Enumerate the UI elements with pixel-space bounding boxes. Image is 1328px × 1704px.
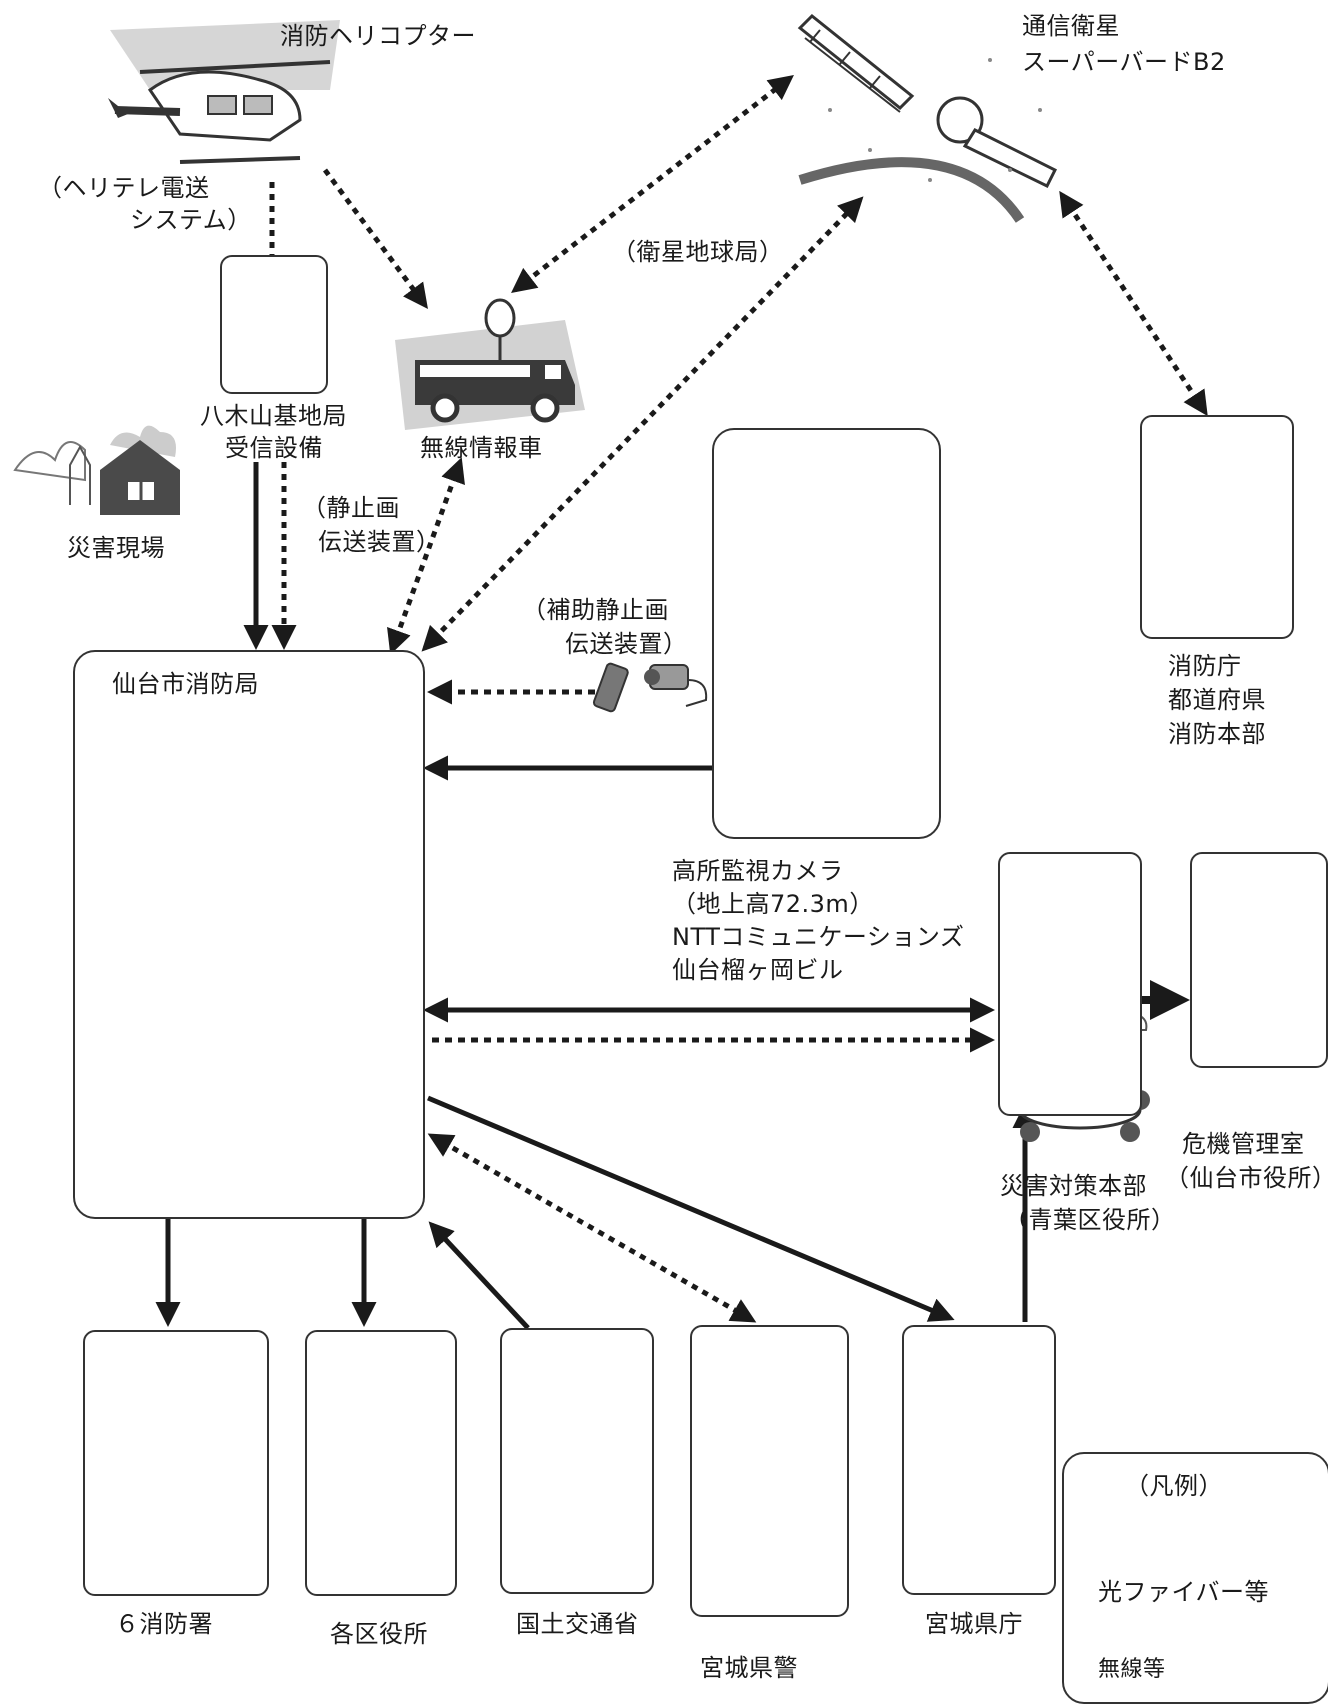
phone-camera-icon (592, 662, 708, 713)
helicopter-icon (108, 20, 340, 164)
satellite-icon (797, 13, 1058, 223)
camera-line1: 高所監視カメラ (672, 857, 844, 885)
link-sat-hq (421, 196, 864, 652)
disaster-hq-line2: （青葉区役所） (1004, 1206, 1176, 1234)
satellite-label-line1: 通信衛星 (1022, 12, 1120, 40)
helicopter-note-line2: システム） (130, 206, 252, 234)
legend-box (1062, 1452, 1328, 1704)
aux-still-image-line1: （補助静止画 (522, 596, 669, 624)
prefecture-label: 宮城県庁 (925, 1610, 1023, 1638)
burning-house-icon (13, 425, 180, 515)
crisis-room-line1: 危機管理室 (1182, 1130, 1305, 1158)
base-station-box (220, 255, 328, 394)
link-hq-vehicle (387, 457, 465, 655)
link-sat-fdma (1059, 190, 1208, 417)
crisis-room-line2: （仙台市役所） (1165, 1164, 1328, 1192)
fire-stations-label: ６消防署 (115, 1610, 213, 1638)
police-box (690, 1325, 849, 1617)
camera-line4: 仙台榴ヶ岡ビル (672, 956, 844, 984)
link-hq-police (427, 1133, 757, 1323)
prefecture-box (902, 1325, 1056, 1595)
link-mlit-hq (428, 1221, 530, 1330)
camera-box (712, 428, 941, 839)
fire-stations-box (83, 1330, 269, 1596)
base-station-line1: 八木山基地局 (200, 402, 347, 430)
base-station-line2: 受信設備 (225, 434, 323, 462)
radio-vehicle-label: 無線情報車 (420, 434, 543, 462)
fdma-line3: 消防本部 (1168, 720, 1266, 748)
fdma-line2: 都道府県 (1168, 686, 1266, 714)
disaster-hq-line1: 災害対策本部 (1000, 1172, 1147, 1200)
legend-dotted-label: 無線等 (1098, 1657, 1166, 1682)
fdma-box (1140, 415, 1294, 639)
satellite-label-line2: スーパーバードB2 (1022, 48, 1226, 76)
ward-offices-label: 各区役所 (330, 1620, 428, 1648)
camera-line2: （地上高72.3m） (672, 890, 874, 918)
aux-still-image-line2: 伝送装置） (565, 630, 688, 658)
still-image-line2: 伝送装置） (318, 528, 441, 556)
link-hq-pref (427, 1095, 955, 1322)
legend-title: （凡例） (1125, 1472, 1223, 1500)
helicopter-label: 消防ヘリコプター (280, 22, 476, 50)
disaster-hq-box (998, 852, 1142, 1116)
mlit-label: 国土交通省 (516, 1610, 639, 1638)
mlit-box (500, 1328, 654, 1594)
police-label: 宮城県警 (700, 1654, 798, 1682)
ward-offices-box (305, 1330, 457, 1596)
fire-truck-icon (395, 298, 585, 430)
hq-label: 仙台市消防局 (112, 670, 259, 698)
crisis-room-box (1190, 852, 1328, 1068)
earth-station-label: （衛星地球局） (612, 238, 784, 266)
still-image-line1: （静止画 (302, 494, 400, 522)
helicopter-note-line1: （ヘリテレ電送 (38, 174, 210, 202)
hq-box (73, 650, 425, 1219)
legend-solid-label: 光ファイバー等 (1098, 1578, 1270, 1606)
link-heli-vehicle (322, 168, 428, 310)
disaster-site-label: 災害現場 (67, 534, 165, 562)
fdma-line1: 消防庁 (1168, 652, 1242, 680)
camera-line3: NTTコミュニケーションズ (672, 923, 965, 951)
link-sat-vehicle (511, 74, 794, 294)
